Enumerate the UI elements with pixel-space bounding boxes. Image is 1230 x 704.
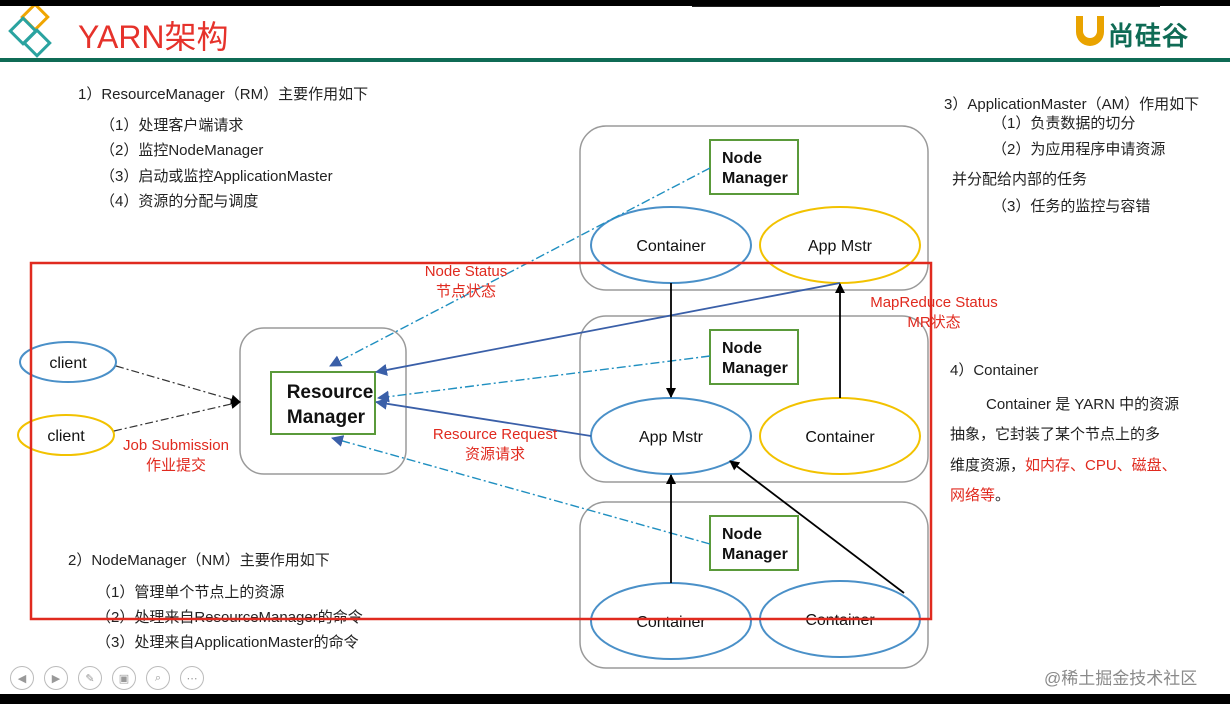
node-status-arrow: [377, 355, 711, 403]
bottom-black-bar: [0, 694, 1230, 704]
rm-heading: 1）ResourceManager（RM）主要作用如下: [78, 86, 369, 103]
resource-request-label: Resource Request: [433, 426, 558, 443]
am-item: 并分配给内部的任务: [952, 171, 1088, 188]
client-ellipse-2: [17, 414, 115, 456]
bottom-right-container-to-appmstr-arrow: [729, 460, 905, 594]
resource-request-label: 资源请求: [465, 446, 525, 463]
am-item: （2）为应用程序申请资源: [992, 141, 1166, 158]
nm-item: （2）处理来自ResourceManager的命令: [96, 609, 363, 626]
node-group-box-bottom: [579, 501, 929, 669]
node-manager-label: Manager: [722, 546, 788, 563]
node-manager-label: Node: [722, 526, 762, 543]
client-label: client: [49, 355, 87, 372]
container-line: 抽象，它封装了某个节点上的多: [950, 426, 1161, 443]
container-highlight: 如内存、CPU、磁盘、: [1025, 457, 1177, 474]
node-group-box-top: [579, 125, 929, 291]
container-line: Container 是 YARN 中的资源: [986, 396, 1180, 413]
app-mstr-label: App Mstr: [639, 429, 704, 446]
more-icon[interactable]: ⋯: [180, 666, 204, 690]
node-manager-label: Manager: [722, 360, 788, 377]
rm-item: （2）监控NodeManager: [100, 142, 264, 159]
resource-manager-label: Resource: [287, 382, 374, 403]
mapreduce-status-arrow: [375, 282, 841, 376]
page-title: YARN架构: [78, 19, 229, 55]
job-submission-label: Job Submission: [123, 437, 229, 454]
resource-request-arrow: [375, 397, 592, 437]
header-divider: [0, 58, 1230, 62]
highlight-frame: [29, 261, 933, 621]
container-tail: 。: [995, 487, 1011, 504]
node-manager-label: Manager: [722, 170, 788, 187]
job-submission-arrow: [113, 399, 241, 432]
watermark: @稀土掘金技术社区: [1044, 669, 1198, 688]
am-item: （3）任务的监控与容错: [992, 198, 1151, 215]
job-submission-label: 作业提交: [146, 456, 206, 474]
am-heading: 3）ApplicationMaster（AM）作用如下: [944, 96, 1200, 113]
nm-item: （1）管理单个节点上的资源: [96, 584, 285, 601]
node-manager-box-bottom: [709, 515, 799, 571]
next-slide-icon[interactable]: ▶: [44, 666, 68, 690]
container-label: Container: [805, 612, 875, 629]
pen-icon[interactable]: ✎: [78, 666, 102, 690]
app-mstr-label: App Mstr: [808, 238, 873, 255]
node-status-label: 节点状态: [436, 283, 496, 300]
nm-item: （3）处理来自ApplicationMaster的命令: [96, 634, 359, 651]
slides-icon[interactable]: ▣: [112, 666, 136, 690]
node-status-arrow: [329, 167, 711, 367]
client-label: client: [47, 428, 85, 445]
container-heading: 4）Container: [950, 362, 1039, 379]
node-manager-box-middle: [709, 329, 799, 385]
container-label: Container: [636, 614, 706, 631]
top-thin-rule: [692, 6, 1160, 7]
job-submission-arrow: [115, 365, 241, 405]
rm-item: （1）处理客户端请求: [100, 117, 244, 134]
node-status-label: Node Status: [425, 263, 508, 280]
node-group-box-middle: [579, 315, 929, 483]
container-label: Container: [805, 429, 875, 446]
brand-name: 尚硅谷: [1108, 21, 1190, 51]
rm-item: （3）启动或监控ApplicationMaster: [100, 168, 333, 185]
prev-slide-icon[interactable]: ◀: [10, 666, 34, 690]
nm-heading: 2）NodeManager（NM）主要作用如下: [68, 552, 330, 569]
mapreduce-status-label: MR状态: [907, 314, 960, 331]
mapreduce-status-label: MapReduce Status: [870, 294, 998, 311]
client-ellipse-1: [19, 341, 117, 383]
container-line-with-highlight: 维度资源，如内存、CPU、磁盘、: [950, 454, 1177, 475]
top-black-bar: [0, 0, 1230, 6]
am-item: （1）负责数据的切分: [992, 115, 1136, 132]
container-label: Container: [636, 238, 706, 255]
node-manager-label: Node: [722, 340, 762, 357]
zoom-icon[interactable]: ⌕: [146, 666, 170, 690]
node-manager-label: Node: [722, 150, 762, 167]
container-line-text: 维度资源，: [950, 457, 1026, 474]
brand-logo-icon: [1076, 16, 1104, 46]
node-manager-box-top: [709, 139, 799, 195]
resource-manager-label: Manager: [287, 407, 366, 428]
resource-manager-box: [270, 371, 376, 435]
container-highlight: 网络等: [950, 487, 996, 504]
rm-item: （4）资源的分配与调度: [100, 193, 259, 210]
node-status-arrow: [331, 435, 711, 545]
container-line-last: 网络等。: [950, 484, 1010, 505]
diamond-logo-icon: [8, 6, 52, 58]
